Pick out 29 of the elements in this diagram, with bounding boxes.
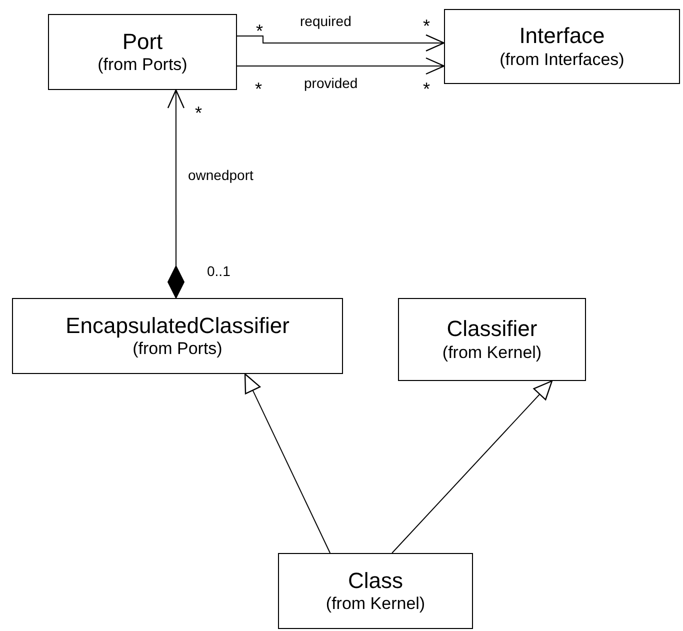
package-note: (from Interfaces) (500, 50, 624, 70)
class-name: Interface (519, 23, 605, 50)
class-name: Class (348, 568, 403, 594)
package-note: (from Ports) (98, 55, 188, 76)
class-name: Classifier (446, 316, 538, 342)
multiplicity-label: * (256, 22, 264, 40)
composition-arrow (167, 89, 185, 298)
class-box (444, 9, 680, 84)
edge-label: required (298, 14, 354, 30)
class-name: Port (122, 28, 163, 55)
class-box (398, 298, 586, 381)
package-note: (from Ports) (132, 339, 222, 360)
multiplicity-label: * (423, 17, 430, 35)
multiplicity-label: 0..1 (207, 264, 230, 278)
generalization-arrow (392, 380, 553, 554)
generalization-arrow (244, 373, 331, 554)
class-box (278, 553, 473, 629)
class-name: EncapsulatedClassifier (66, 312, 290, 339)
multiplicity-label: * (195, 104, 202, 122)
edge-label: ownedport (186, 168, 256, 184)
package-note: (from Kernel) (442, 342, 542, 363)
package-note: (from Kernel) (326, 594, 426, 614)
class-box (12, 298, 343, 374)
association-arrow (236, 57, 445, 75)
edge-label: provided (302, 76, 360, 92)
multiplicity-label: * (423, 80, 430, 98)
multiplicity-label: * (255, 80, 262, 98)
class-box (48, 14, 237, 90)
association-arrow (236, 34, 445, 52)
